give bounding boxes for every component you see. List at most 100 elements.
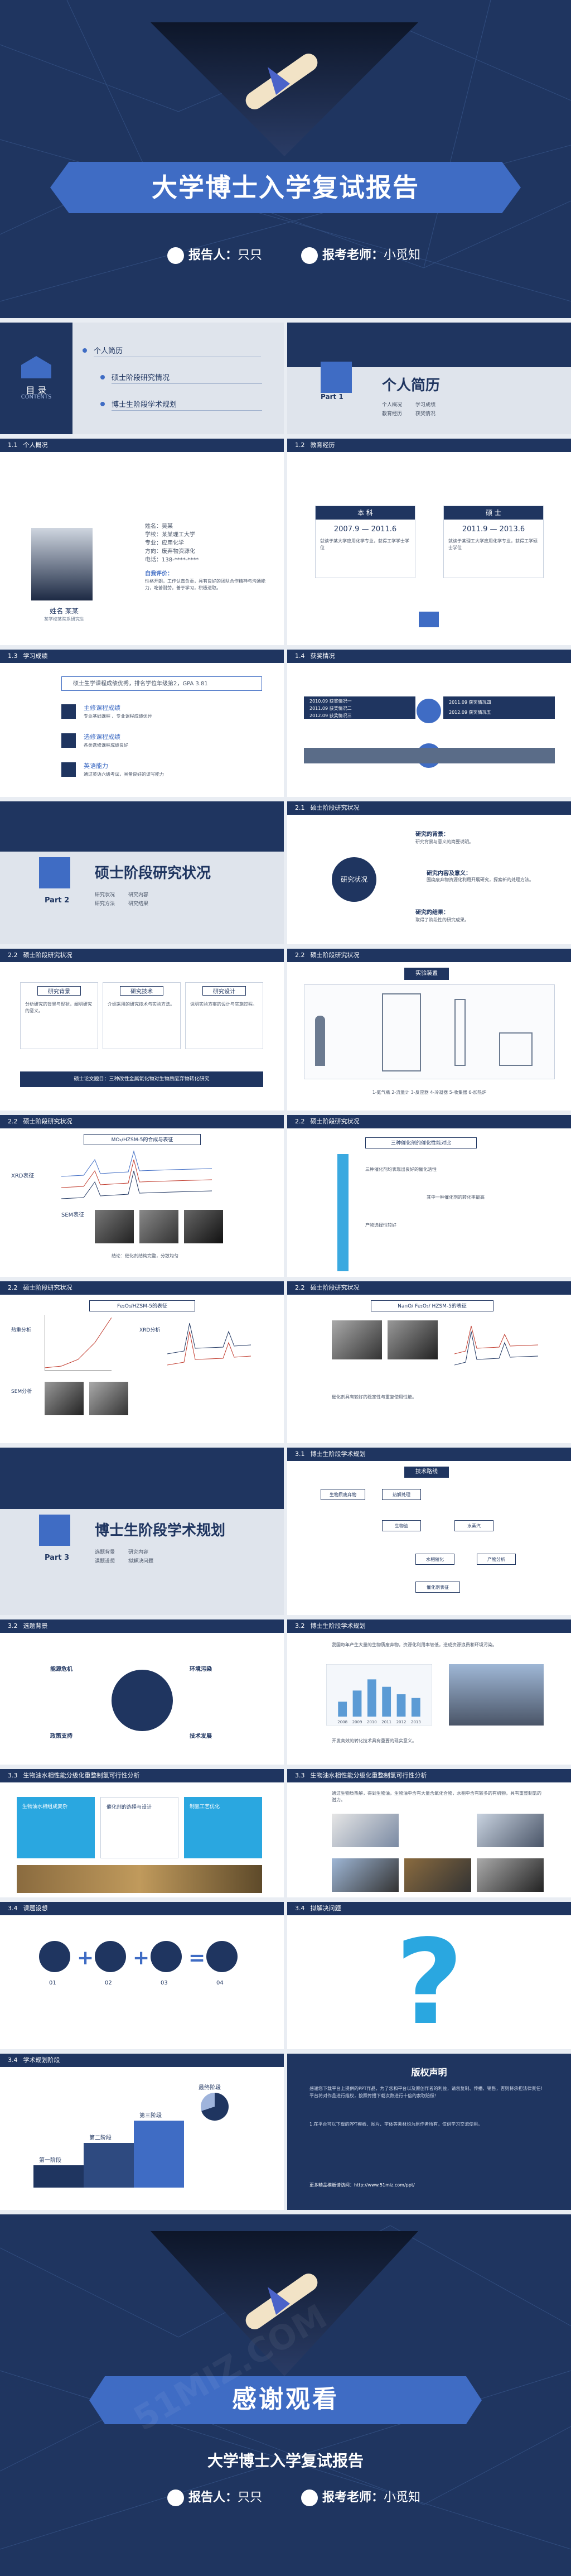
edu-card-title: 硕 士	[444, 506, 543, 520]
edu-card-date: 2011.9 — 2013.6	[462, 525, 525, 534]
bar	[367, 1679, 376, 1717]
stair-step-3	[134, 2121, 184, 2188]
part2-subs: 研究状况研究内容 研究方法研究结果	[95, 891, 262, 909]
profile-field: 电话：138-****-****	[145, 557, 199, 563]
bar	[396, 1694, 406, 1717]
part1-sub-2: 学习成绩	[415, 402, 436, 408]
user-icon	[167, 2490, 184, 2506]
center-icon-grid	[112, 1670, 173, 1731]
tree-node: 生物质废弃物	[321, 1489, 365, 1500]
tech-route-title: 技术路线	[404, 1467, 449, 1478]
bar-label: 2010	[367, 1720, 377, 1724]
branch-3: 研究的结果： 取得了阶段性的研究成果。	[415, 910, 469, 922]
part3-slide: Part 3 博士生阶段学术规划 选题背景研究内容 课题设想拟解决问题	[0, 1448, 284, 1615]
photo-3	[332, 1858, 399, 1892]
cover-title: 大学博士入学复试报告	[152, 172, 419, 203]
toc-item-3[interactable]: 博士生阶段学术规划	[100, 398, 262, 411]
fe-chart-title: Fe₂O₃/HZSM-5的表征	[89, 1300, 195, 1311]
part3-sub-4: 拟解决问题	[128, 1559, 154, 1564]
toc-item-1[interactable]: 个人简历	[83, 345, 261, 357]
cover-slide: 大学博士入学复试报告 报告人：只只 报考老师：小觅知	[0, 0, 571, 318]
question-mark-icon: ?	[395, 1914, 463, 2049]
profile-field: 专业：应用化学	[145, 540, 184, 546]
part3-subs: 选题背景研究内容 课题设想拟解决问题	[95, 1548, 262, 1566]
plus-icon: +	[133, 1947, 150, 1969]
idea-icon-3	[151, 1941, 182, 1972]
sem-image-3	[184, 1210, 223, 1243]
cover-title-banner	[50, 162, 521, 213]
bg-item-4: 技术发展	[190, 1733, 212, 1739]
bar-label: 2008	[337, 1720, 347, 1724]
bullet-icon	[100, 402, 105, 406]
stage-label: 第三阶段	[139, 2113, 162, 2119]
advisor-label: 报考老师：	[322, 248, 384, 262]
part1-title: 个人简历	[382, 377, 441, 394]
xrd2-chart	[167, 1323, 251, 1366]
sem-image-1	[95, 1210, 134, 1243]
bg-text-2: 开发高效的转化技术具有重要的现实意义。	[332, 1738, 417, 1743]
performance-box-title: 三种催化剂的催化性能对比	[365, 1137, 477, 1148]
condenser-icon	[454, 999, 466, 1066]
profile-field: 姓名：吴某	[145, 523, 173, 530]
stage-label: 第一阶段	[39, 2157, 61, 2164]
target-icon	[61, 704, 76, 719]
tree-node: 水相催化	[415, 1554, 454, 1565]
avatar	[31, 528, 93, 600]
idea-icon-1	[39, 1941, 70, 1972]
profile-field: 学校：某某理工大学	[145, 532, 195, 538]
grade-summary: 硕士生学课程成绩优秀，排名学位年级第2，GPA 3.81	[61, 676, 262, 691]
research-col-3: 研究设计 说明实验方案的设计与实施过程。	[185, 982, 263, 1049]
teacher-icon	[301, 247, 318, 264]
toc-title: 目 录	[26, 385, 47, 396]
biomass-photo	[17, 1865, 262, 1893]
perf-note-3: 产物选择性较好	[365, 1223, 396, 1228]
stair-step-2	[84, 2143, 134, 2188]
branch-1: 研究的背景： 研究背景与意义的简要说明。	[415, 832, 473, 844]
grade-item-3: 英语能力 通过英语六级考试，具备良好的读写能力	[61, 759, 262, 781]
part2-sub-2: 研究内容	[128, 892, 149, 898]
nano-chart-title: NanO/ Fe₂O₃/ HZSM-5的表征	[371, 1300, 493, 1311]
bullet-icon	[83, 348, 87, 353]
nano-sem-2	[388, 1320, 438, 1359]
idea-icon-2	[95, 1941, 126, 1972]
copyright-link[interactable]: 更多精品模板请访问：http://www.51miz.com/ppt/	[309, 2183, 415, 2188]
search-icon	[61, 762, 76, 777]
tree-node: 水蒸汽	[454, 1520, 493, 1531]
ending-title: 大学博士入学复试报告	[207, 2452, 364, 2470]
edu-card-1: 本 科 2007.9 — 2011.6 就读于某大学应用化学专业，获得工学学士学…	[315, 506, 415, 578]
copyright-slide: 版权声明 感谢您下载平台上提供的PPT作品，为了您和平台以及原创作者的利益，请勿…	[287, 2054, 571, 2210]
nano-note: 催化剂具有较好的稳定性与重复使用性能。	[332, 1395, 417, 1400]
profile-fields: 姓名：吴某 学校：某某理工大学 专业：应用化学 方向：废弃物资源化 电话：138…	[145, 522, 268, 592]
ending-slide: 感谢观看 大学博士入学复试报告 报告人：只只 报考老师：小觅知 51MIZ.CO…	[0, 2214, 571, 2576]
step-label: 03	[161, 1980, 168, 1986]
toc-item-2[interactable]: 硕士阶段研究情况	[100, 372, 262, 384]
stage-label: 第二阶段	[89, 2135, 112, 2141]
xrd2-label: XRD分析	[139, 1328, 161, 1333]
gas-cylinder-icon	[315, 1016, 325, 1066]
part1-label: Part 1	[321, 393, 343, 401]
bg-item-3: 政策支持	[50, 1733, 72, 1739]
copyright-title: 版权声明	[411, 2067, 447, 2078]
tree-node: 热解处理	[382, 1489, 421, 1500]
sem2-image-1	[45, 1382, 84, 1415]
photo-4	[404, 1858, 471, 1892]
user-icon	[167, 247, 184, 264]
part2-sub-3: 研究方法	[95, 901, 115, 907]
